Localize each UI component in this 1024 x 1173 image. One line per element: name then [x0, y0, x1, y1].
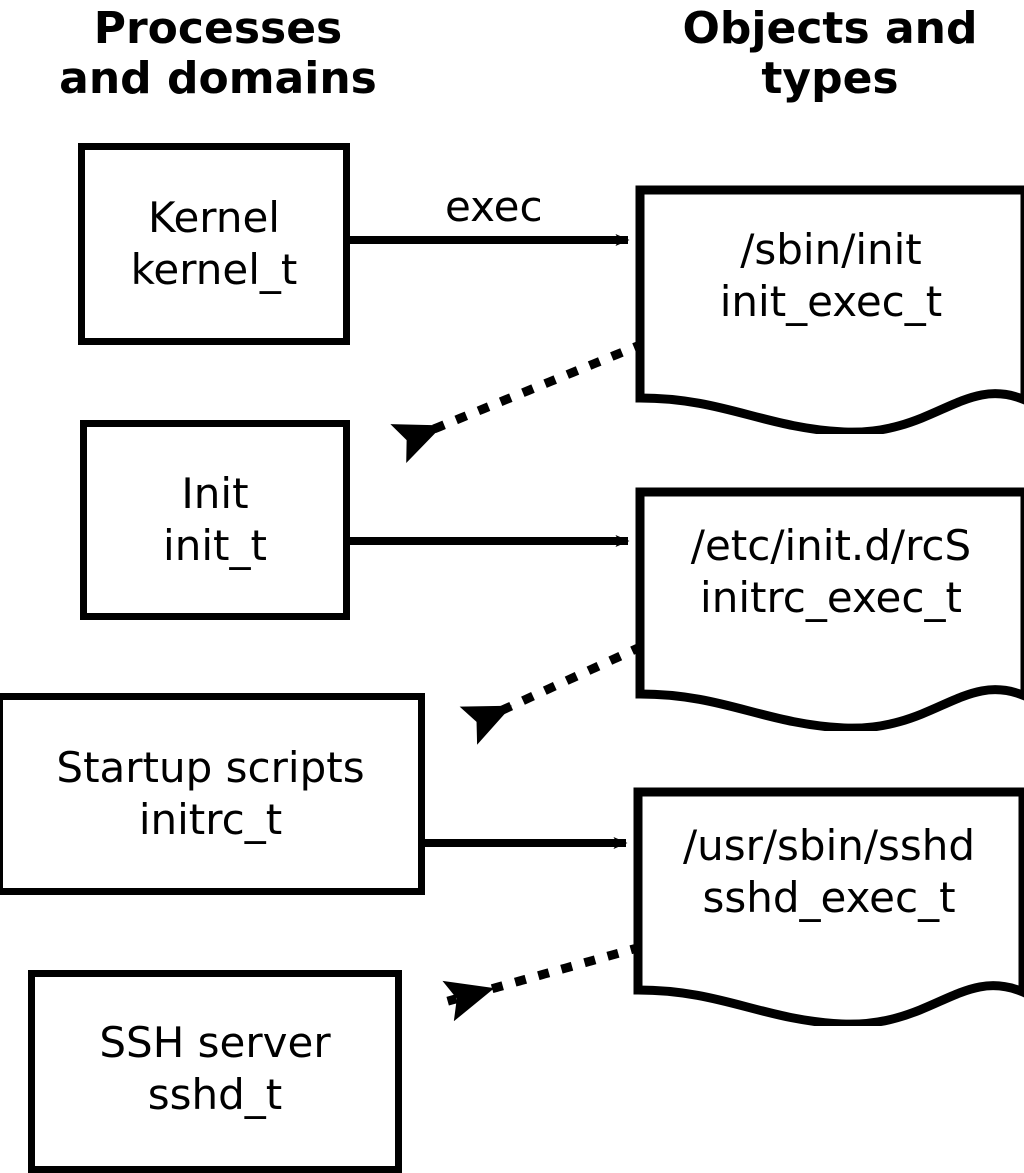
object-doc-initrc-exec-shape: [635, 487, 1024, 733]
object-doc-sshd-exec-label: /usr/sbin/sshd sshd_exec_t: [682, 821, 976, 922]
process-box-kernel-label: Kernel kernel_t: [130, 193, 298, 294]
process-box-init-label: Init init_t: [163, 469, 267, 570]
object-doc-initrc-exec[interactable]: /etc/init.d/rcS initrc_exec_t: [634, 486, 1024, 733]
object-doc-sshd-exec-shape: [633, 787, 1024, 1029]
object-doc-init-exec[interactable]: /sbin/init init_exec_t: [634, 184, 1024, 437]
edge-sshd-exec-to-sshd: [442, 942, 643, 1022]
edge-label-exec: exec: [445, 182, 543, 231]
object-doc-sshd-exec[interactable]: /usr/sbin/sshd sshd_exec_t: [632, 786, 1024, 1029]
object-doc-init-exec-shape: [635, 185, 1024, 437]
column-header-objects: Objects and types: [682, 3, 978, 104]
process-box-sshd[interactable]: SSH server sshd_t: [28, 970, 402, 1173]
process-box-kernel[interactable]: Kernel kernel_t: [78, 143, 350, 345]
object-doc-initrc-exec-label: /etc/init.d/rcS initrc_exec_t: [690, 521, 972, 622]
edge-rcs-to-initrc: [459, 642, 644, 745]
column-header-processes: Processes and domains: [59, 3, 377, 104]
process-box-sshd-label: SSH server sshd_t: [99, 1017, 331, 1119]
process-box-initrc[interactable]: Startup scripts initrc_t: [0, 693, 425, 895]
process-box-init[interactable]: Init init_t: [80, 420, 350, 620]
object-doc-init-exec-label: /sbin/init init_exec_t: [719, 225, 943, 326]
process-box-initrc-label: Startup scripts initrc_t: [56, 743, 365, 844]
edge-init-exec-to-init: [390, 339, 646, 463]
